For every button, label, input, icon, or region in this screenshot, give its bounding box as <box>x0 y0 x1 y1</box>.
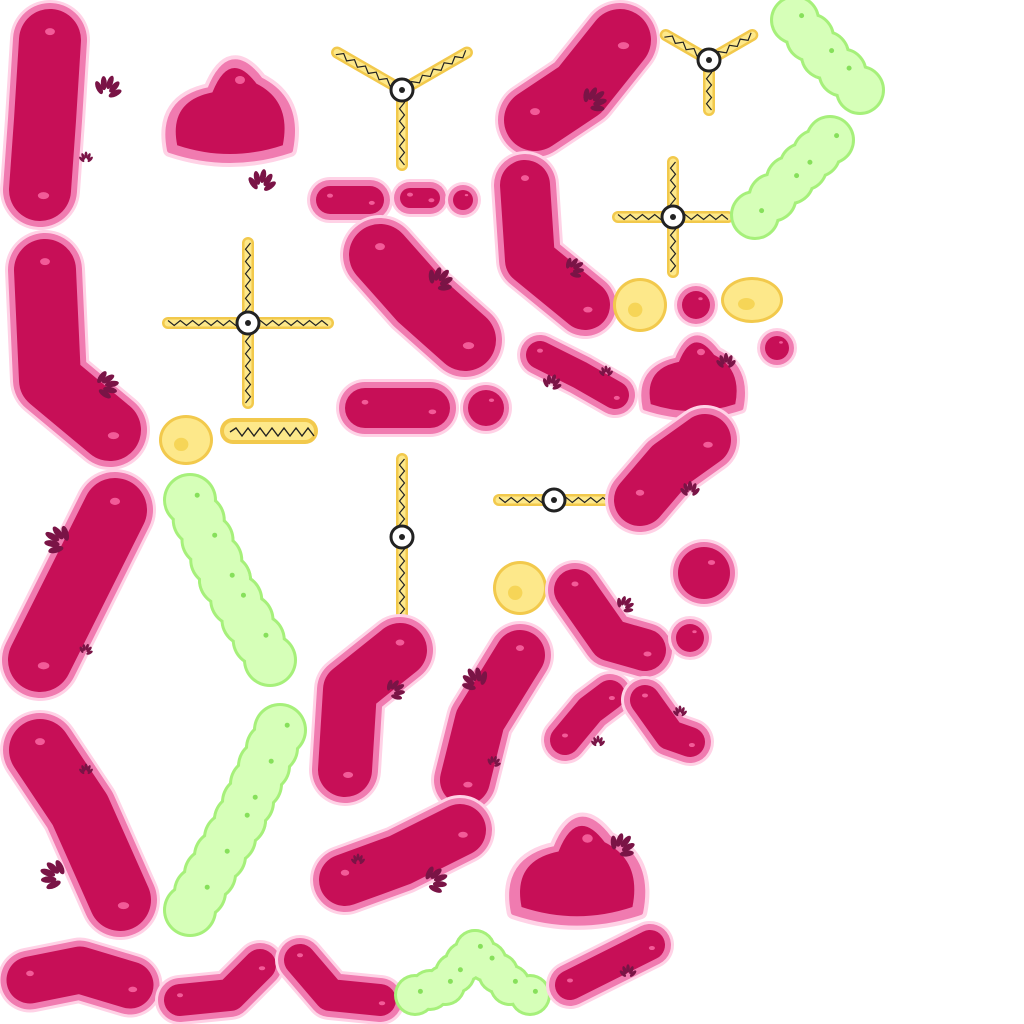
yellow-bar-spinner-icon <box>220 418 318 444</box>
cilia-tuft-icon <box>351 853 365 865</box>
magenta-bacillus-triangle-icon <box>638 332 749 422</box>
cilia-tuft-icon <box>680 480 700 496</box>
cilia-tuft-icon <box>542 374 562 390</box>
magenta-diplococcus-icon <box>307 177 393 223</box>
green-coccus-cluster-icon <box>394 929 551 1016</box>
green-streptococcus-chain-icon <box>163 703 307 937</box>
yellow-cross-spinner-icon <box>612 156 734 278</box>
magenta-bacillus-round-icon <box>391 179 449 217</box>
magenta-bacillus-bent-icon <box>0 0 90 230</box>
magenta-coccus-round-icon <box>668 616 712 660</box>
magenta-coccus-round-icon <box>460 382 512 434</box>
yellow-spore-round-icon <box>159 415 213 465</box>
magenta-bacillus-curved-icon <box>0 469 156 701</box>
cilia-tuft-icon <box>610 833 635 857</box>
yellow-spore-round-icon <box>493 561 547 615</box>
yellow-bar-spinner-icon <box>389 453 415 621</box>
magenta-bacillus-triangle-icon <box>504 812 650 930</box>
magenta-diplococcus-icon <box>0 937 163 1018</box>
magenta-bacillus-curved-icon <box>491 151 619 339</box>
cilia-tuft-icon <box>97 371 119 399</box>
cilia-tuft-icon <box>79 643 93 655</box>
green-streptococcus-chain-icon <box>770 0 885 115</box>
cilia-tuft-icon <box>425 866 448 893</box>
magenta-bacillus-curved-icon <box>541 671 634 764</box>
magenta-bacillus-curved-icon <box>275 935 405 1024</box>
cilia-tuft-icon <box>462 667 488 691</box>
magenta-bacillus-curved-icon <box>546 921 674 1009</box>
magenta-bacillus-curved-icon <box>621 676 714 766</box>
magenta-bacillus-curved-icon <box>340 215 505 380</box>
yellow-three-arm-spinner-icon <box>331 46 473 171</box>
magenta-bacillus-triangle-icon <box>161 55 299 167</box>
cilia-tuft-icon <box>673 705 687 717</box>
yellow-spore-round-icon <box>613 278 667 332</box>
cilia-tuft-icon <box>40 860 65 890</box>
yellow-bar-spinner-icon <box>493 487 615 513</box>
magenta-bacillus-curved-icon <box>495 0 660 160</box>
magenta-coccus-round-icon <box>670 539 738 607</box>
cilia-tuft-icon <box>386 679 405 700</box>
cilia-tuft-icon <box>44 525 70 554</box>
cilia-tuft-icon <box>487 755 501 767</box>
magenta-bacillus-curved-icon <box>155 940 285 1024</box>
cilia-tuft-icon <box>583 87 607 112</box>
cilia-tuft-icon <box>591 735 605 747</box>
yellow-three-arm-spinner-icon <box>659 29 759 116</box>
magenta-bacillus-curved-icon <box>309 614 436 806</box>
magenta-coccus-round-icon <box>445 182 481 218</box>
magenta-bacillus-curved-icon <box>605 405 740 535</box>
cilia-tuft-icon <box>79 763 93 775</box>
green-streptococcus-chain-icon <box>730 115 855 240</box>
cilia-tuft-icon <box>565 257 584 278</box>
cilia-tuft-icon <box>95 75 122 98</box>
magenta-coccus-round-icon <box>757 328 797 368</box>
magenta-diplococcus-icon <box>336 379 459 437</box>
magenta-coccus-round-icon <box>674 283 718 327</box>
cilia-tuft-icon <box>619 964 637 977</box>
magenta-bacillus-curved-icon <box>545 560 675 680</box>
cilia-tuft-icon <box>716 352 736 368</box>
cilia-tuft-icon <box>599 365 613 377</box>
yellow-spore-oval-icon <box>721 277 783 323</box>
green-streptococcus-chain-icon <box>163 473 297 687</box>
cilia-tuft-icon <box>79 151 93 163</box>
magenta-bacillus-curved-icon <box>5 230 150 470</box>
magenta-bacillus-curved-icon <box>431 621 554 814</box>
cilia-tuft-icon <box>248 169 276 191</box>
magenta-bacillus-curved-icon <box>0 710 160 940</box>
yellow-cross-spinner-icon <box>162 237 334 409</box>
cilia-tuft-icon <box>617 596 634 613</box>
magenta-bacillus-curved-icon <box>310 795 495 915</box>
magenta-bacillus-curved-icon <box>517 332 638 418</box>
cilia-tuft-icon <box>428 267 453 291</box>
